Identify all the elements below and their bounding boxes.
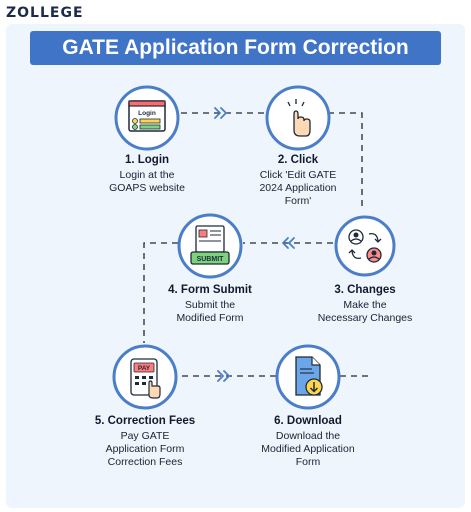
pay-terminal-icon: PAY	[111, 343, 179, 416]
step-1-title: 1. Login	[124, 154, 170, 166]
step-5-desc-line: Correction Fees	[107, 456, 183, 468]
step-3-desc: Make the Necessary Changes	[295, 299, 435, 325]
step-5-title: 5. Correction Fees	[94, 415, 196, 427]
step-5-desc: Pay GATE Application Form Correction Fee…	[70, 430, 220, 469]
step-4-desc-line: Modified Form	[176, 312, 244, 324]
step-4-desc-line: Submit the	[184, 299, 236, 311]
step-6-title: 6. Download	[274, 415, 342, 427]
step-3-title: 3. Changes	[334, 284, 396, 296]
submit-icon-text: SUBMIT	[197, 256, 225, 263]
submit-form-icon: SUBMIT	[176, 212, 244, 285]
step-4-title: 4. Form Submit	[168, 284, 252, 296]
connector-2-3	[328, 112, 363, 208]
step-2-desc: Click 'Edit GATE 2024 Application Form'	[228, 169, 368, 208]
step-6-desc: Download the Modified Application Form	[233, 430, 383, 469]
step-1-desc: Login at the GOAPS website	[77, 169, 217, 195]
download-file-icon	[274, 343, 342, 416]
step-6-desc-line: Form	[295, 456, 321, 468]
step-2-title: 2. Click	[277, 154, 319, 166]
step-5-desc-line: Application Form	[105, 443, 185, 455]
tap-finger-icon	[264, 84, 332, 157]
step-2-desc-line: 2024 Application	[259, 182, 337, 194]
connector-4-5	[143, 242, 178, 343]
step-3-desc-line: Make the	[343, 299, 387, 311]
chevron-right-icon-1	[214, 107, 227, 119]
page-title: GATE Application Form Correction	[30, 31, 441, 65]
swap-users-icon	[333, 214, 397, 283]
step-6-desc-line: Modified Application	[261, 443, 355, 455]
step-1-desc-line: Login at the	[119, 169, 175, 181]
step-3-desc-line: Necessary Changes	[317, 312, 413, 324]
login-screen-icon: Login	[113, 84, 181, 157]
step-6-desc-line: Download the	[275, 430, 341, 442]
chevron-right-icon-2	[217, 370, 230, 382]
step-1-desc-line: GOAPS website	[109, 182, 185, 194]
step-5-desc-line: Pay GATE	[120, 430, 170, 442]
pay-icon-text: PAY	[138, 365, 151, 372]
step-4-desc: Submit the Modified Form	[140, 299, 280, 325]
step-2-desc-line: Click 'Edit GATE	[259, 169, 337, 181]
chevron-left-icon	[282, 237, 295, 249]
login-icon-text: Login	[138, 110, 156, 117]
brand-logo: ZOLLEGE	[6, 5, 84, 21]
step-2-desc-line: Form'	[284, 195, 312, 207]
